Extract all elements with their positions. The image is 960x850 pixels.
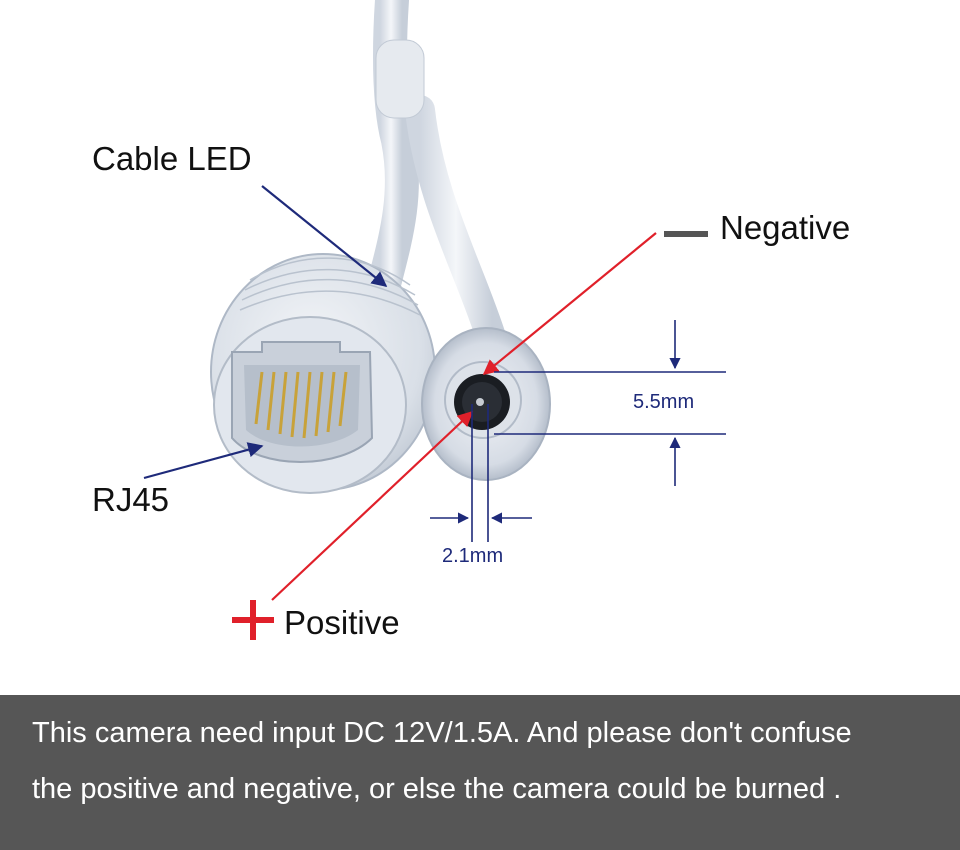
inner-diameter-dimension: [430, 404, 532, 542]
negative-minus-icon: [664, 231, 708, 237]
cable: [363, 0, 507, 355]
notice-line-2: the positive and negative, or else the c…: [32, 773, 842, 805]
connector-illustration: [143, 0, 726, 640]
positive-plus-icon: [232, 600, 274, 640]
rj45-connector: [210, 253, 436, 494]
dc-connector: [421, 327, 551, 481]
outer-diameter-label: 5.5mm: [633, 391, 695, 413]
negative-label: Negative: [720, 209, 851, 246]
rj45-label: RJ45: [92, 481, 170, 518]
rj45-pointer: [143, 442, 264, 480]
cable-led-label: Cable LED: [92, 140, 252, 177]
inner-diameter-label: 2.1mm: [442, 545, 504, 567]
notice-line-1: This camera need input DC 12V/1.5A. And …: [32, 717, 852, 749]
product-photo: Cable LED Negative RJ45 Positive 5.5mm 2…: [92, 0, 851, 641]
negative-pointer: [482, 232, 657, 375]
positive-pointer: [271, 410, 474, 601]
outer-diameter-dimension: [494, 320, 726, 486]
positive-label: Positive: [284, 604, 400, 641]
notice-banner: This camera need input DC 12V/1.5A. And …: [0, 695, 960, 850]
cable-led-pointer: [261, 185, 388, 287]
